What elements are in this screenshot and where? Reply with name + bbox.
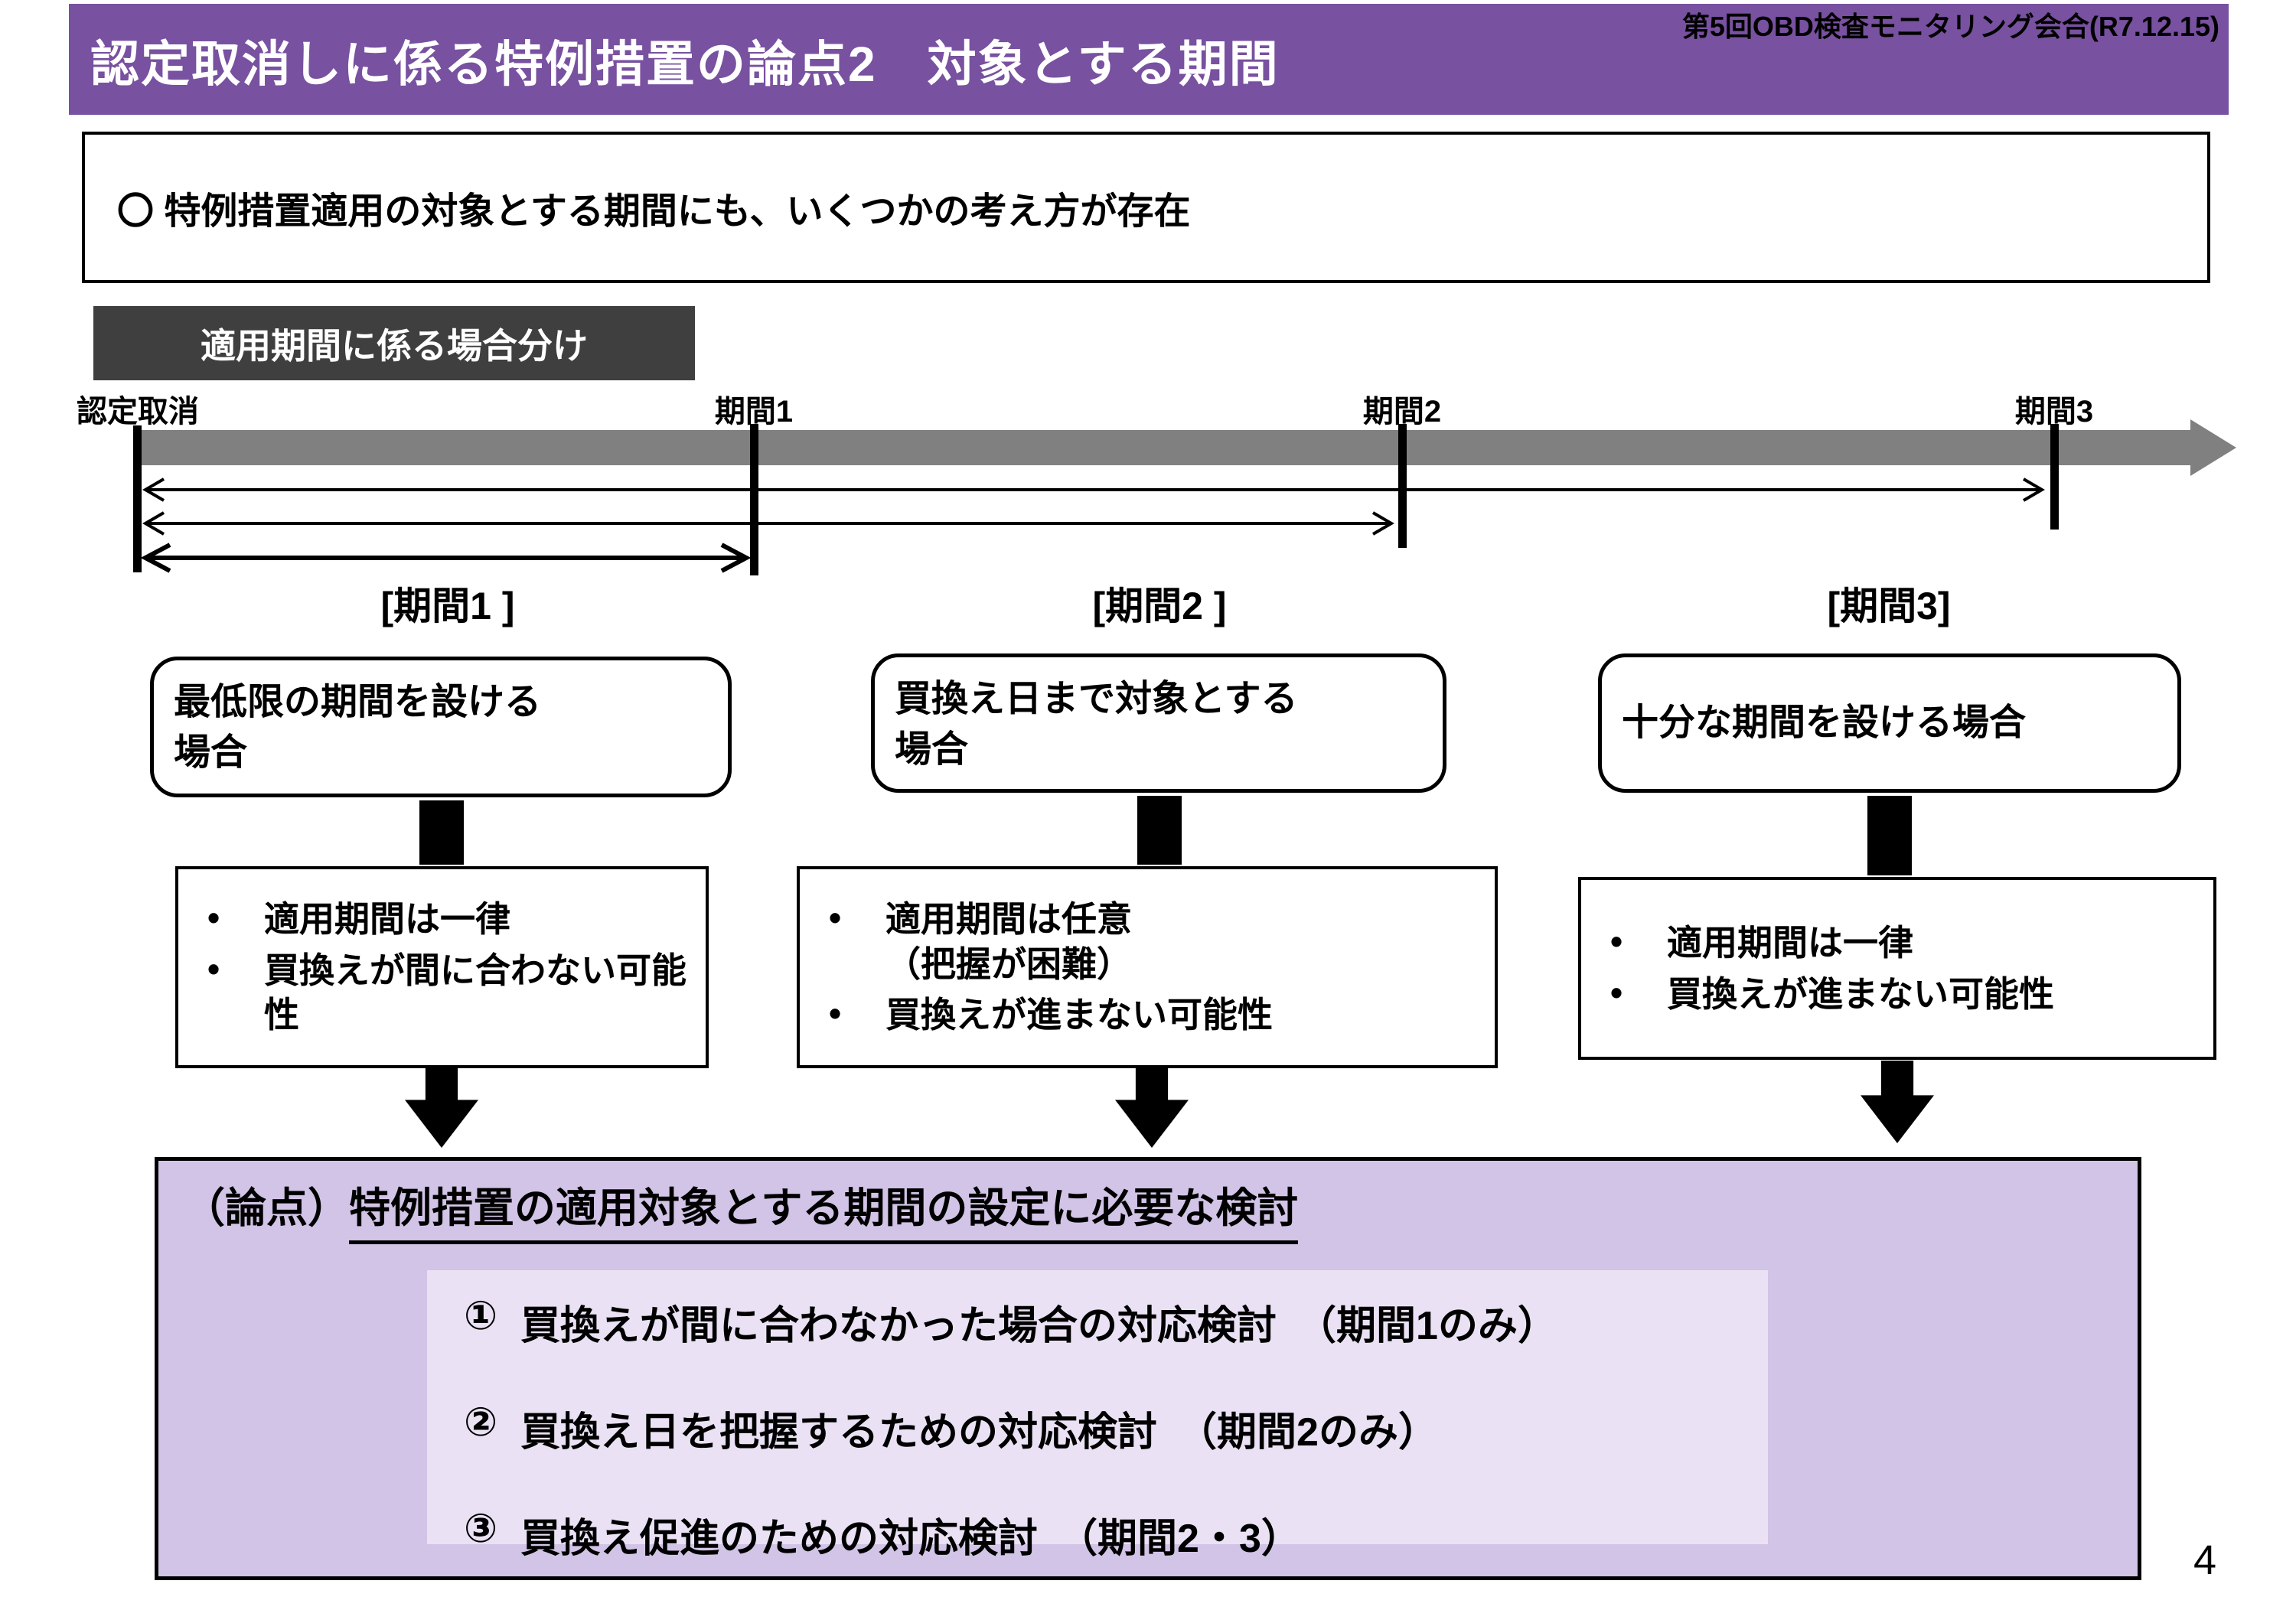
- range-arrow-period1: [140, 543, 752, 573]
- range-arrow-period2: [142, 511, 1394, 536]
- item-text: 買換え促進のための対応検討 （期間2・3）: [520, 1517, 1301, 1561]
- discussion-item: ③ 買換え促進のための対応検討 （期間2・3）: [464, 1506, 1768, 1563]
- range-arrow-period3: [142, 477, 2045, 502]
- timeline-marker-label-1: 期間1: [714, 395, 794, 429]
- bullet-box-period1: 適用期間は一律 買換えが間に合わない可能性: [175, 866, 709, 1068]
- case-box-line: 場合: [174, 732, 248, 774]
- bracket-label-period3: [期間3]: [1827, 585, 1951, 627]
- discussion-inner-box: ① 買換えが間に合わなかった場合の対応検討 （期間1のみ） ② 買換え日を把握す…: [427, 1270, 1768, 1561]
- timeline-tick-origin: [133, 425, 142, 572]
- timeline-bar: [139, 430, 2190, 465]
- bullet-line: 買換えが間に合わない可能性: [264, 950, 687, 1035]
- bullet-item: 買換えが進まない可能性: [1596, 970, 2198, 1017]
- credit-text: 第5回OBD検査モニタリング会合(R7.12.15): [1681, 11, 2219, 42]
- page-title: 認定取消しに係る特例措置の論点2 対象とする期間: [90, 37, 1280, 92]
- down-arrow-icon: [1861, 1061, 1934, 1143]
- case-box-line: 最低限の期間を設ける: [174, 682, 542, 722]
- discussion-heading: （論点）特例措置の適用対象とする期間の設定に必要な検討: [184, 1174, 1299, 1244]
- connector-period2: [1137, 796, 1182, 865]
- case-box-period1: 最低限の期間を設ける 場合: [150, 657, 732, 797]
- timeline-tick-period3: [2050, 424, 2059, 530]
- bullet-box-period3: 適用期間は一律 買換えが進まない可能性: [1578, 877, 2216, 1060]
- bullet-line: 適用期間は一律: [1667, 922, 1913, 963]
- bullet-item: 買換えが間に合わない可能性: [194, 947, 690, 1038]
- case-box-line: 十分な期間を設ける場合: [1622, 702, 2027, 743]
- timeline-tick-period1: [750, 424, 758, 575]
- bullet-box-period2: 適用期間は任意 （把握が困難） 買換えが進まない可能性: [797, 866, 1498, 1068]
- bracket-label-period1: [期間1 ]: [380, 585, 515, 627]
- bullet-line: （把握が困難）: [885, 943, 1132, 984]
- discussion-heading-underline: 特例措置の適用対象とする期間の設定に必要な検討: [349, 1174, 1299, 1244]
- bullet-line: 買換えが進まない可能性: [885, 995, 1273, 1035]
- discussion-heading-prefix: （論点）: [184, 1185, 349, 1231]
- case-box-period2: 買換え日まで対象とする 場合: [871, 653, 1446, 793]
- timeline-marker-label-3: 期間3: [2014, 395, 2094, 429]
- discussion-item: ① 買換えが間に合わなかった場合の対応検討 （期間1のみ）: [464, 1293, 1768, 1351]
- down-arrow-icon: [405, 1065, 478, 1148]
- item-text: 買換えが間に合わなかった場合の対応検討 （期間1のみ）: [520, 1304, 1557, 1348]
- timeline-tick-period2: [1398, 424, 1407, 548]
- bullet-item: 適用期間は一律: [194, 895, 690, 942]
- timeline-marker-label-2: 期間2: [1362, 395, 1442, 429]
- bullet-line: 買換えが進まない可能性: [1667, 973, 2054, 1014]
- page-number: 4: [2193, 1537, 2216, 1583]
- bullet-item: 適用期間は一律: [1596, 919, 2198, 966]
- item-number: ③: [464, 1507, 498, 1551]
- summary-box: 〇 特例措置適用の対象とする期間にも、いくつかの考え方が存在: [82, 132, 2210, 283]
- down-arrow-icon: [1115, 1065, 1189, 1148]
- discussion-item: ② 買換え日を把握するための対応検討 （期間2のみ）: [464, 1400, 1768, 1457]
- bullet-line: 適用期間は任意: [885, 898, 1132, 939]
- case-box-line: 買換え日まで対象とする: [895, 679, 1298, 719]
- connector-period1: [419, 800, 464, 865]
- item-number: ①: [464, 1294, 498, 1338]
- bullet-item: 買換えが進まない可能性: [815, 991, 1479, 1038]
- bullet-line: 適用期間は一律: [264, 898, 510, 939]
- case-box-line: 場合: [895, 729, 969, 771]
- header-bar: 認定取消しに係る特例措置の論点2 対象とする期間: [69, 4, 2229, 115]
- timeline-graphic: [133, 419, 2236, 575]
- bullet-item: 適用期間は任意 （把握が困難）: [815, 895, 1479, 987]
- item-text: 買換え日を把握するための対応検討 （期間2のみ）: [520, 1410, 1438, 1455]
- connector-period3: [1867, 796, 1912, 875]
- timeline-origin-label: 認定取消: [77, 395, 199, 429]
- timeline-bar-arrowhead-icon: [2190, 419, 2236, 476]
- item-number: ②: [464, 1400, 498, 1445]
- section-label: 適用期間に係る場合分け: [93, 306, 695, 380]
- case-box-period3: 十分な期間を設ける場合: [1598, 653, 2181, 793]
- bracket-label-period2: [期間2 ]: [1092, 585, 1227, 627]
- summary-text: 〇 特例措置適用の対象とする期間にも、いくつかの考え方が存在: [117, 191, 1191, 232]
